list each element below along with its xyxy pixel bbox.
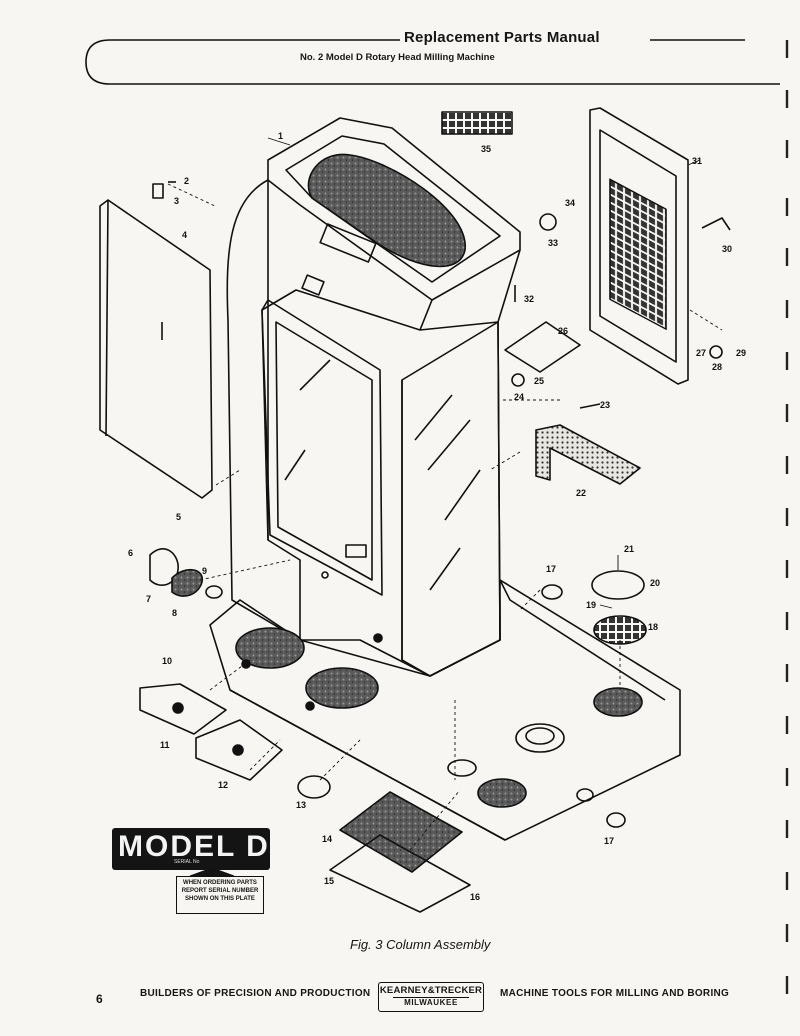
callout-15: 15 (324, 876, 335, 886)
footer-left-text: BUILDERS OF PRECISION AND PRODUCTION (140, 988, 371, 999)
callout-17a: 17 (546, 564, 557, 574)
callout-25: 25 (534, 376, 545, 386)
callout-23: 23 (600, 400, 611, 410)
column-body (226, 179, 501, 677)
callout-1: 1 (278, 131, 284, 141)
callout-7: 7 (146, 594, 152, 604)
callout-19: 19 (586, 600, 597, 610)
callout-33: 33 (548, 238, 559, 248)
callout-26: 26 (558, 326, 569, 336)
callout-22: 22 (576, 488, 587, 498)
callout-32: 32 (524, 294, 535, 304)
callout-17b: 17 (604, 836, 615, 846)
plate-serial: SERIAL No (174, 859, 200, 865)
callout-16: 16 (470, 892, 481, 902)
logo-line-1: KEARNEY&TRECKER (379, 985, 483, 996)
figure-caption: Fig. 3 Column Assembly (350, 937, 491, 952)
column-door-opening (261, 299, 383, 596)
callout-20: 20 (650, 578, 661, 588)
callout-13: 13 (296, 800, 307, 810)
header-frame (85, 39, 780, 85)
callout-11: 11 (160, 740, 170, 750)
callout-29: 29 (736, 348, 747, 358)
manual-subtitle: No. 2 Model D Rotary Head Milling Machin… (300, 52, 495, 63)
rear-door-frame (589, 107, 689, 385)
footer-right-text: MACHINE TOOLS FOR MILLING AND BORING (500, 988, 730, 999)
callout-8: 8 (172, 608, 178, 618)
note-line-3: SHOWN ON THIS PLATE (185, 896, 255, 902)
callout-18: 18 (648, 622, 659, 632)
kearney-trecker-logo: KEARNEY&TRECKER MILWAUKEE (378, 982, 484, 1012)
plate-text: MODEL D (118, 830, 270, 863)
callout-10: 10 (162, 656, 173, 666)
callout-3: 3 (174, 196, 180, 206)
callout-30: 30 (722, 244, 733, 254)
cover-plate-12 (195, 719, 283, 781)
note-line-2: REPORT SERIAL NUMBER (181, 888, 259, 894)
callout-28: 28 (712, 362, 723, 372)
callout-2: 2 (184, 176, 190, 186)
callout-9: 9 (202, 566, 208, 576)
callout-5: 5 (176, 512, 182, 522)
note-line-1: WHEN ORDERING PARTS (183, 880, 257, 886)
callout-34: 34 (565, 198, 576, 208)
callout-24: 24 (514, 392, 525, 402)
callout-14: 14 (322, 834, 333, 844)
callout-35: 35 (481, 144, 492, 154)
callout-4: 4 (182, 230, 188, 240)
callout-31: 31 (692, 156, 703, 166)
logo-line-2: MILWAUKEE (393, 997, 469, 1007)
callout-12: 12 (218, 780, 229, 790)
felt-pad (339, 791, 463, 873)
ordering-note: WHEN ORDERING PARTS REPORT SERIAL NUMBER… (176, 876, 264, 914)
step-plate (535, 424, 641, 485)
cover-plate-11 (139, 683, 227, 735)
base-plate (329, 834, 471, 913)
callout-21: 21 (624, 544, 635, 554)
page-number: 6 (96, 992, 103, 1006)
manual-title: Replacement Parts Manual (404, 29, 600, 46)
model-d-plate: MODEL D SERIAL No (112, 828, 270, 870)
callout-27: 27 (696, 348, 707, 358)
callout-6: 6 (128, 548, 134, 558)
